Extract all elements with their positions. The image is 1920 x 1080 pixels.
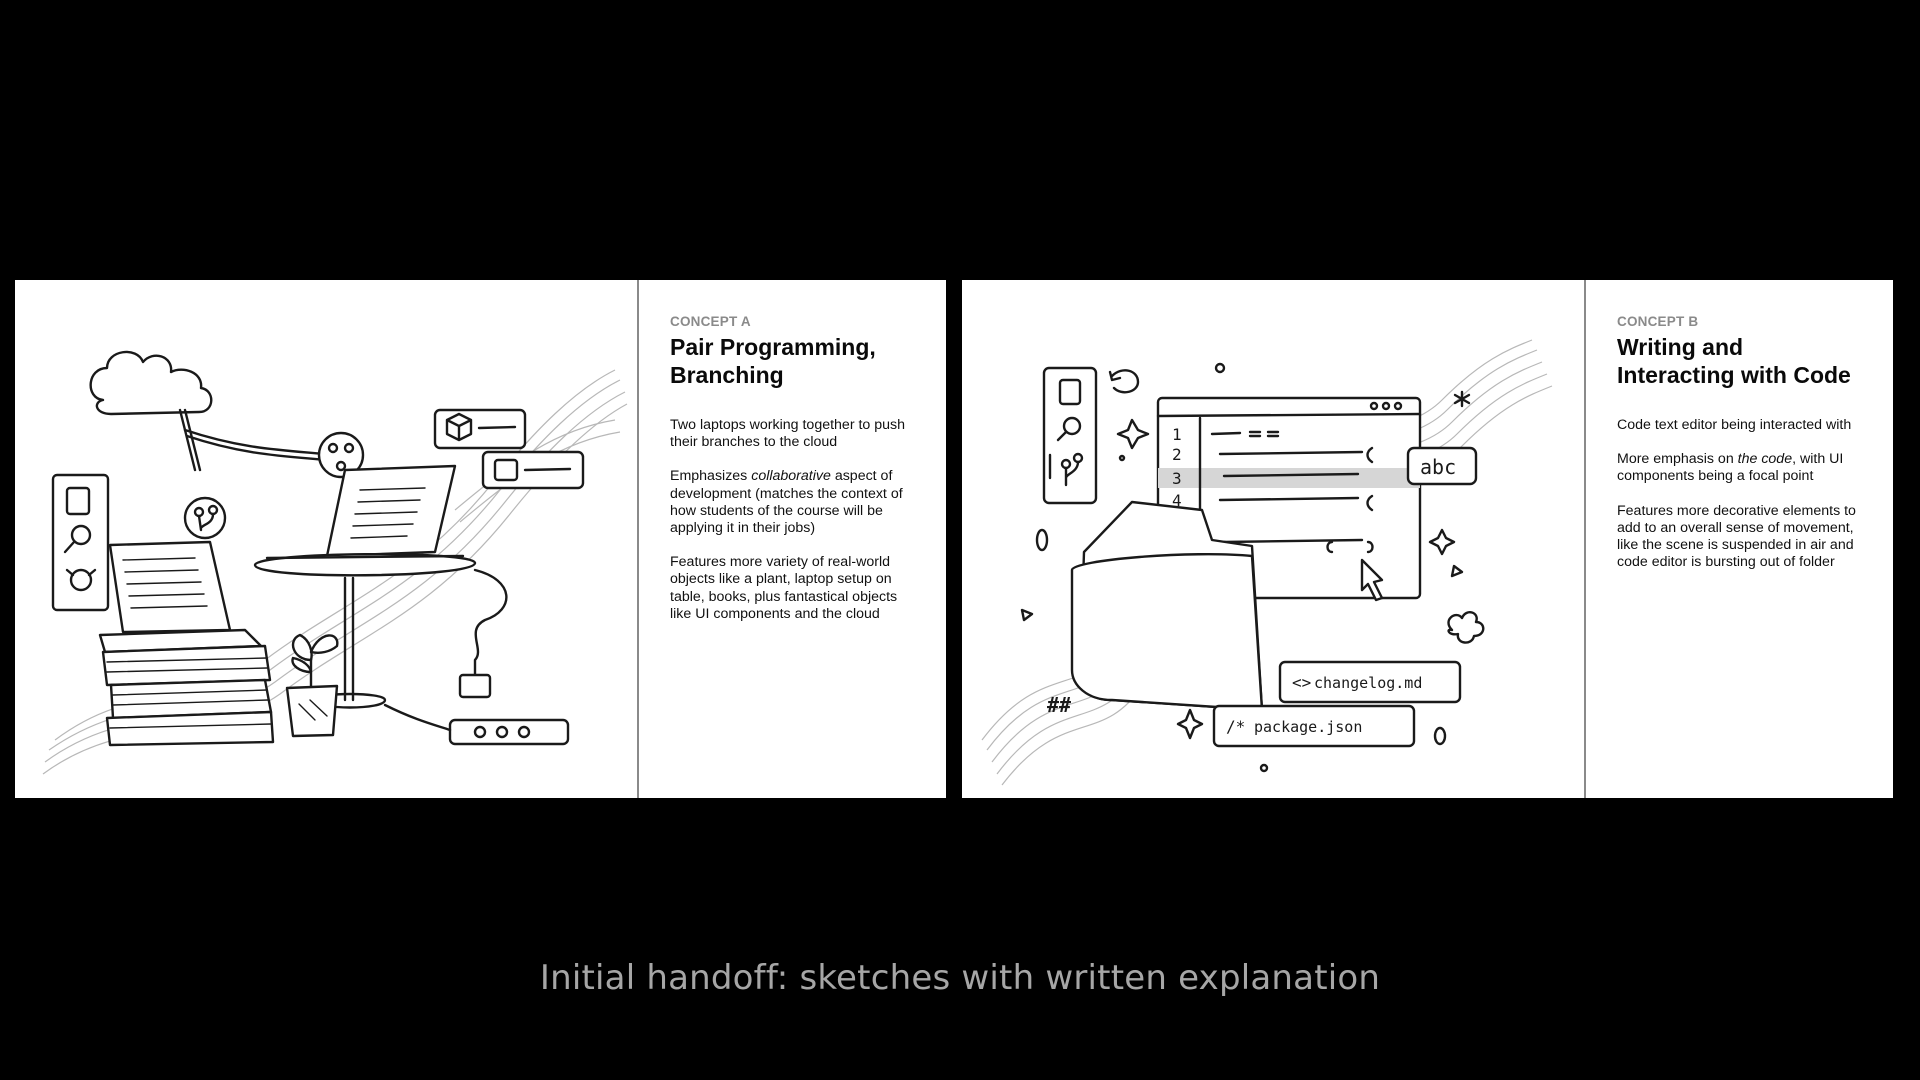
changelog-file-label: changelog.md [1314,674,1422,692]
concept-b-paragraph-2: More emphasis on the code, with UI compo… [1617,451,1857,485]
concept-b-paragraph-1: Code text editor being interacted with [1617,417,1852,433]
panel-divider [1584,280,1586,798]
laptop-right-screen [325,464,457,558]
leaf-decoration [1433,726,1447,746]
flower-icon [1447,611,1485,644]
highlighted-code-line [1158,468,1420,488]
changelog-icon-symbol: <> [1292,673,1311,692]
file-chip-package [1212,704,1416,748]
concept-a-text-panel: CONCEPT A Pair Programming, Branching Tw… [670,314,910,640]
concept-a-kicker: CONCEPT A [670,314,751,329]
line-number-1: 1 [1172,425,1182,444]
line-number-4: 4 [1172,491,1182,510]
table-top [253,553,477,577]
concept-b-paragraph-3: Features more decorative elements to add… [1617,502,1856,571]
concept-b-title-line2: Interacting with Code [1617,362,1851,388]
package-file-label: package.json [1254,718,1362,736]
concept-a-paragraph-2: Emphasizes collaborative aspect of devel… [670,468,910,537]
cloud-icon [89,350,213,416]
small-dot-decoration-2 [1259,763,1269,773]
refresh-icon [1108,369,1140,394]
concept-a-p2-before: Emphasizes [670,468,752,485]
pair-programming-sketch-illustration [42,350,628,775]
slide-caption: Initial handoff: sketches with written e… [539,958,1381,998]
sparkle-icon-2 [1428,528,1456,556]
concept-a-card: CONCEPT A Pair Programming, Branching Tw… [15,280,946,798]
concept-b-p2-after: , with UI components being a focal point [1617,451,1844,485]
concept-b-sketch: 1 2 3 4 abc <> changelog.md /* package.j… [962,280,1584,798]
concept-b-text-panel: CONCEPT B Writing and Interacting with C… [1617,314,1857,588]
line-number-3: 3 [1172,469,1182,488]
cursor-arrow-icon [1360,558,1384,602]
triangle-decoration-2 [1450,564,1464,578]
concept-a-title-line1: Pair Programming, [670,334,876,360]
concept-b-kicker: CONCEPT B [1617,314,1699,329]
concept-a-paragraph-1: Two laptops working together to push the… [670,417,906,451]
plant-icon [285,633,339,738]
concept-a-title: Pair Programming, Branching [670,333,910,389]
concept-a-paragraph-3: Features more variety of real-world obje… [670,554,898,622]
code-editor-sketch-illustration: 1 2 3 4 abc <> changelog.md /* package.j… [981,339,1553,786]
line-number-2: 2 [1172,445,1182,464]
panel-divider [637,280,639,798]
file-chip-changelog [1278,660,1462,704]
triangle-decoration [1020,608,1034,622]
book-stack-icon [101,644,275,747]
abc-badge [1406,446,1478,486]
cloud-cable-icon [178,408,197,472]
sparkle-icon [1116,418,1150,450]
concept-a-sketch [15,280,637,798]
concept-b-p2-emphasis: the code [1737,451,1793,468]
concept-a-p2-emphasis: collaborative [751,468,831,485]
power-strip-icon [448,718,570,746]
circle-decoration [1214,362,1226,374]
laptop-left-screen [108,540,232,634]
concept-b-title-line1: Writing and [1617,334,1744,360]
dot-decoration [1035,528,1049,552]
branch-icon [183,496,227,540]
sidebar-panel-icon [1042,366,1098,505]
concept-a-p2-after: aspect of development (matches the conte… [670,468,903,537]
power-plug-icon [458,673,492,699]
concept-a-title-line2: Branching [670,362,784,388]
concept-b-p2-before: More emphasis on [1617,451,1738,468]
sparkle-icon-3 [1176,708,1204,740]
hash-decoration: ## [1047,693,1071,717]
abc-label: abc [1420,455,1456,479]
asterisk-icon [1453,390,1471,408]
small-dot-decoration [1118,454,1126,462]
book-bottom [105,710,275,747]
package-icon-symbol: /* [1226,717,1245,736]
concept-b-title: Writing and Interacting with Code [1617,333,1857,389]
folder-front [1070,552,1264,712]
concept-b-card: 1 2 3 4 abc <> changelog.md /* package.j… [962,280,1893,798]
